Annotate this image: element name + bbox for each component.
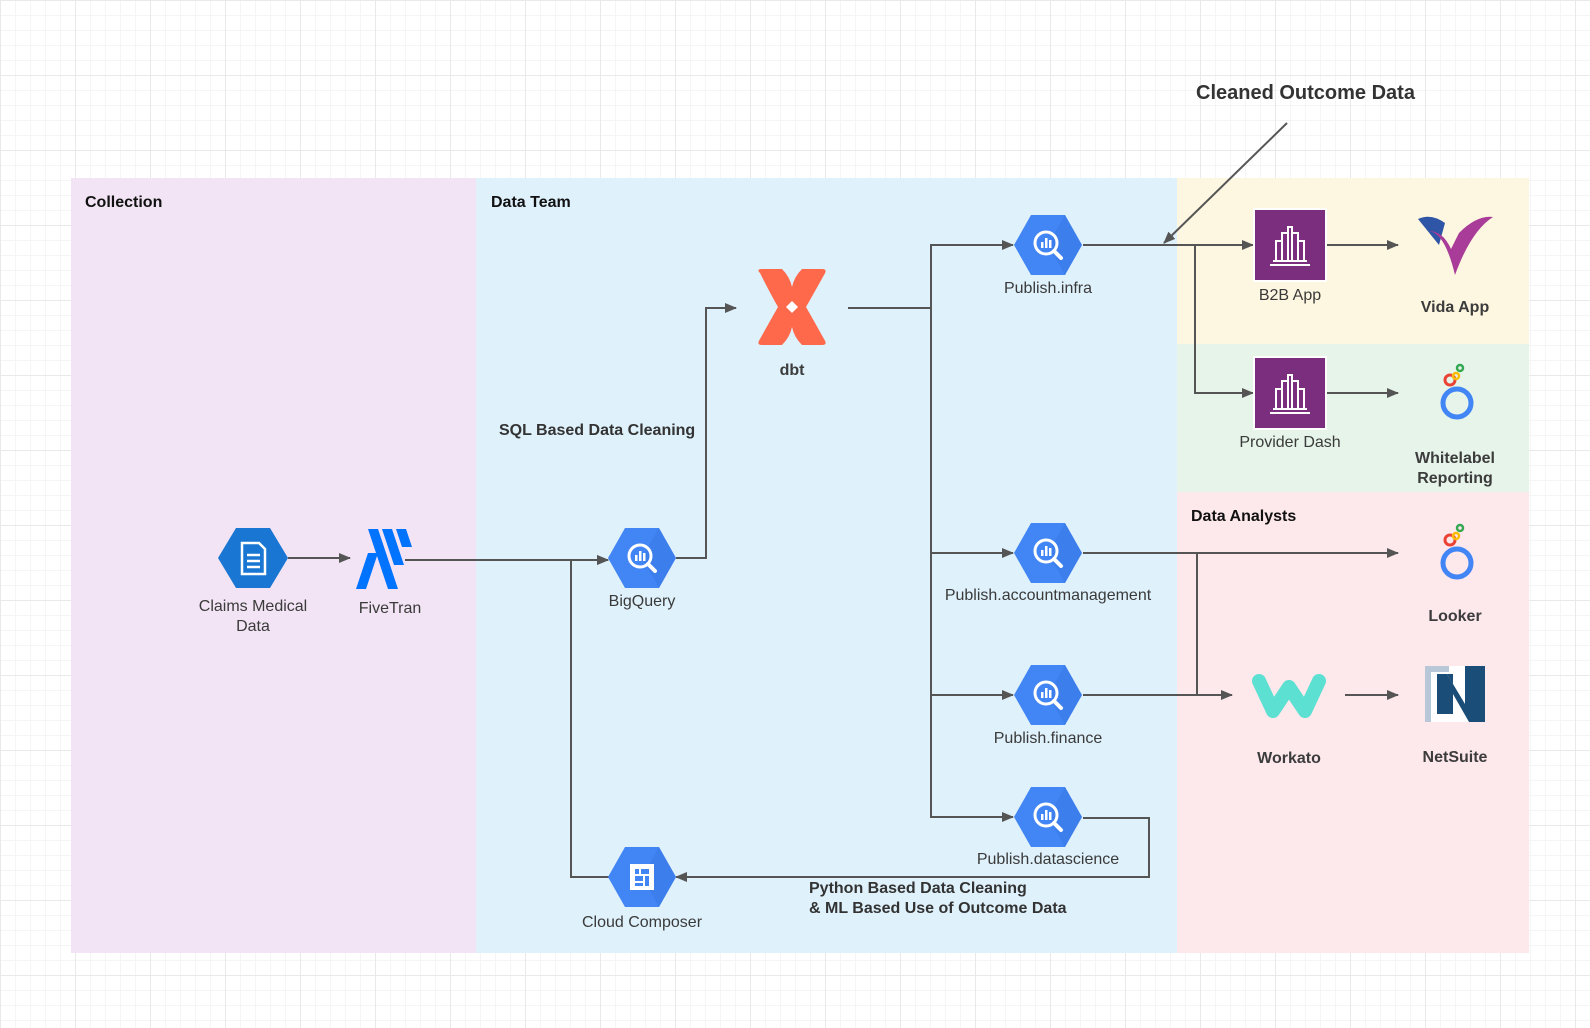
edge-datascience-composer xyxy=(675,817,1150,882)
node-label-workato: Workato xyxy=(1257,750,1321,767)
node-label-whitelabel: Whitelabel Reporting xyxy=(1414,450,1496,487)
node-label-fivetran: FiveTran xyxy=(358,600,422,617)
node-label-dbt: dbt xyxy=(779,362,805,379)
node-label-claims: Claims Medical Data xyxy=(198,598,308,635)
node-label-looker: Looker xyxy=(1428,608,1482,625)
annotation-python-cleaning: Python Based Data Cleaning & ML Based Us… xyxy=(809,880,1067,917)
region-title-data-team: Data Team xyxy=(491,194,571,211)
node-label-publish-accountmanagement: Publish.accountmanagement xyxy=(944,587,1152,604)
dbt-logo-icon xyxy=(758,269,826,345)
edge-dbt-infra xyxy=(848,240,1014,309)
edge-dbt-datascience xyxy=(930,695,1014,822)
building-app-icon xyxy=(1253,356,1327,430)
apps-region xyxy=(1177,178,1529,344)
edge-composer-bigquery xyxy=(570,555,610,878)
bigquery-icon xyxy=(608,528,676,588)
publish-datascience-icon xyxy=(1014,787,1082,847)
edge-bigquery-dbt xyxy=(676,303,737,559)
publish-finance-icon xyxy=(1014,665,1082,725)
reporting-region xyxy=(1177,344,1529,492)
node-label-b2b-app: B2B App xyxy=(1258,287,1322,304)
node-label-vida-app: Vida App xyxy=(1420,299,1490,316)
building-app-icon xyxy=(1253,208,1327,282)
annotation-cleaned-outcome: Cleaned Outcome Data xyxy=(1196,82,1415,104)
node-label-publish-datascience: Publish.datascience xyxy=(976,851,1120,868)
region-title-collection: Collection xyxy=(85,194,163,211)
edges xyxy=(288,122,1399,882)
region-title-data-analysts: Data Analysts xyxy=(1191,508,1297,525)
vida-logo-icon xyxy=(1418,216,1493,275)
node-label-netsuite: NetSuite xyxy=(1422,749,1488,766)
looker-logo-icon xyxy=(1443,525,1471,577)
node-label-provider-dash: Provider Dash xyxy=(1239,434,1341,451)
workato-logo-icon xyxy=(1252,674,1326,718)
annotation-sql-cleaning: SQL Based Data Cleaning xyxy=(499,422,696,439)
edge-dbt-finance xyxy=(930,553,1014,700)
node-label-bigquery: BigQuery xyxy=(608,593,676,610)
edge-infra-provider xyxy=(1194,245,1254,398)
document-hex-icon xyxy=(218,528,288,588)
edge-dbt-accountmanagement xyxy=(930,308,1014,558)
edge-cleaned-outcome-pointer xyxy=(1163,122,1288,244)
node-label-cloud-composer: Cloud Composer xyxy=(581,914,703,931)
looker-logo-icon xyxy=(1443,365,1471,417)
publish-infra-icon xyxy=(1014,215,1082,275)
cloud-composer-icon xyxy=(608,847,676,907)
publish-accountmanagement-icon xyxy=(1014,523,1082,583)
node-label-publish-finance: Publish.finance xyxy=(993,730,1103,747)
node-label-publish-infra: Publish.infra xyxy=(1003,280,1093,297)
netsuite-logo-icon xyxy=(1425,666,1485,722)
fivetran-logo-icon xyxy=(356,529,412,589)
